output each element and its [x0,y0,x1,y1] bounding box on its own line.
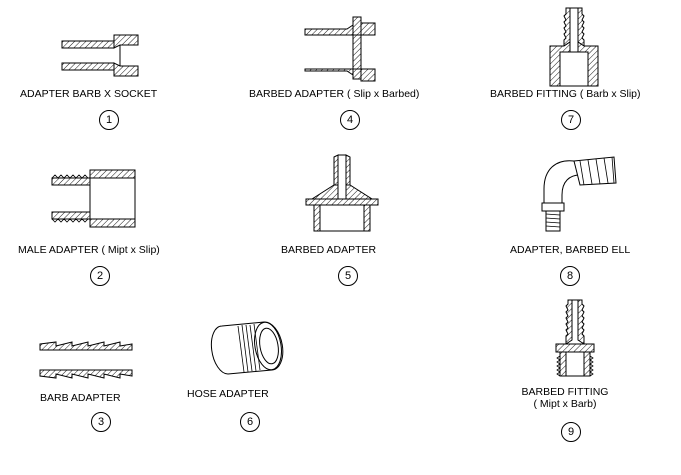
item-label: MALE ADAPTER ( Mipt x Slip) [18,244,160,256]
barb-slip-fitting-drawing [549,7,599,87]
item-number: 1 [99,110,119,130]
barb-adapter-drawing [39,341,133,379]
item-number: 2 [90,266,110,286]
item-label: BARBED ADAPTER [281,244,377,256]
male-adapter-drawing [51,169,136,228]
item-label: BARBED ADAPTER ( Slip x Barbed) [249,88,420,100]
item-number: 6 [240,412,260,432]
slip-barbed-adapter-drawing [304,16,376,82]
item-label: BARBED FITTING ( Barb x Slip) [490,88,641,100]
hose-adapter-drawing [210,321,284,375]
barbed-adapter-drawing [305,154,379,232]
item-label: BARBED FITTING [521,386,609,398]
item-number: 4 [340,110,360,130]
item-label: HOSE ADAPTER [187,388,269,400]
item-label: ADAPTER, BARBED ELL [510,244,631,256]
item-number: 5 [338,266,358,286]
item-number: 9 [561,422,581,442]
item-label-line2: ( Mipt x Barb) [533,398,597,410]
item-number: 3 [91,412,111,432]
mipt-barb-fitting-drawing [555,299,595,377]
item-label: ADAPTER BARB X SOCKET [20,88,158,100]
item-number: 8 [560,266,580,286]
item-label: BARB ADAPTER [40,392,121,404]
item-number: 7 [561,110,581,130]
barb-socket-adapter-drawing [61,34,139,77]
barbed-ell-drawing [541,156,617,232]
